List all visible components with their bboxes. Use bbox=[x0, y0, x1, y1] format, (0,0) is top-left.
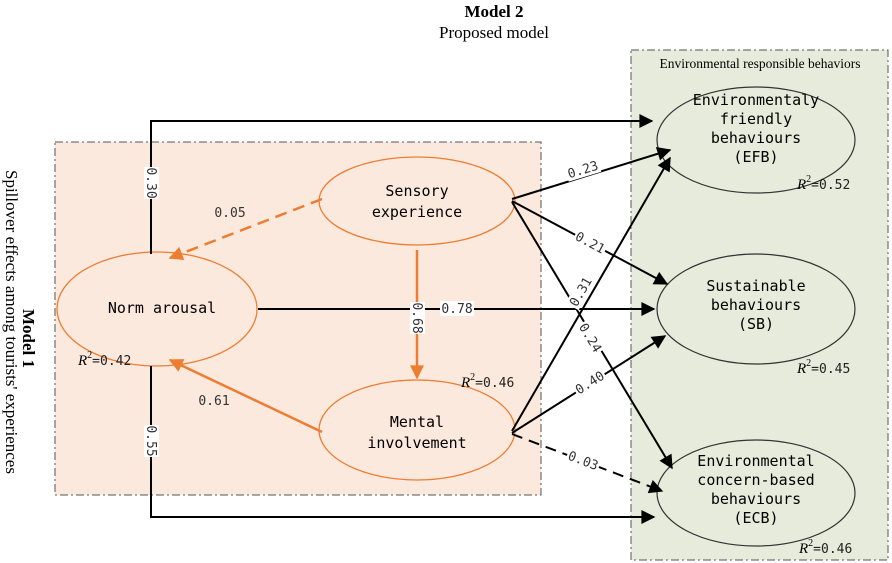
coef-norm-ecb: 0.55 bbox=[143, 425, 158, 456]
coef-norm-sb: 0.78 bbox=[441, 302, 472, 317]
norm-r2: R2=0.42 bbox=[77, 350, 131, 369]
sb-label-line1: Sustainable bbox=[706, 277, 805, 295]
efb-r2: R2=0.52 bbox=[796, 174, 850, 193]
sb-label-line2: behaviours bbox=[711, 296, 801, 314]
norm-arousal-node bbox=[56, 251, 258, 367]
coef-sensory-mental: 0.68 bbox=[409, 302, 424, 333]
path-mental-efb bbox=[511, 156, 671, 432]
coef-norm-efb-group: 0.30 bbox=[143, 167, 159, 199]
path-norm-ecb bbox=[150, 366, 656, 524]
efb-label-line2: friendly bbox=[720, 110, 792, 128]
model1-side-label: Model 1 Spillover effects among tourists… bbox=[2, 170, 38, 474]
sensory-label-line2: experience bbox=[372, 203, 462, 221]
path-sensory-norm bbox=[168, 197, 323, 260]
model1-title: Model 1 bbox=[19, 309, 38, 368]
coef-mental-norm: 0.61 bbox=[198, 394, 229, 409]
coef-sensory-norm: 0.05 bbox=[214, 206, 245, 221]
model2-subtitle: Proposed model bbox=[439, 23, 549, 42]
coef-sensory-mental-group: 0.68 bbox=[409, 302, 425, 334]
coef-sensory-ecb-group: 0.24 bbox=[575, 319, 606, 357]
path-mental-norm bbox=[168, 358, 323, 434]
coef-mental-ecb-group: 0.03 bbox=[564, 447, 602, 474]
efb-label-line1: Environmentaly bbox=[693, 91, 819, 109]
efb-label-line3: behaviours bbox=[711, 129, 801, 147]
sensory-label-line1: Sensory bbox=[385, 182, 448, 200]
ecb-label-line4: (ECB) bbox=[733, 509, 778, 527]
mental-label-line1: Mental bbox=[390, 413, 444, 431]
efb-label-line4: (EFB) bbox=[733, 148, 778, 166]
model2-title: Model 2 bbox=[464, 2, 523, 21]
coef-sensory-efb: 0.23 bbox=[566, 159, 600, 182]
ecb-r2: R2=0.46 bbox=[798, 538, 852, 557]
coef-mental-ecb: 0.03 bbox=[566, 449, 601, 474]
ecb-label-line3: behaviours bbox=[711, 490, 801, 508]
coef-mental-sb-group: 0.40 bbox=[571, 367, 609, 398]
sensory-experience-node bbox=[318, 156, 516, 246]
coef-norm-ecb-group: 0.55 bbox=[143, 425, 159, 457]
erb-title: Environmental responsible behaviors bbox=[660, 56, 861, 71]
path-norm-efb bbox=[150, 114, 654, 254]
coef-norm-sb-group: 0.78 bbox=[440, 301, 474, 317]
sb-label-line3: (SB) bbox=[738, 315, 774, 333]
ecb-label-line2: concern-based bbox=[697, 471, 814, 489]
coef-sensory-sb-group: 0.21 bbox=[571, 227, 609, 257]
mental-r2: R2=0.46 bbox=[460, 372, 514, 391]
sb-node bbox=[656, 253, 856, 365]
ecb-label-line1: Environmental bbox=[697, 452, 814, 470]
efb-node bbox=[656, 86, 856, 194]
sb-r2: R2=0.45 bbox=[796, 358, 850, 377]
coef-sensory-sb: 0.21 bbox=[572, 229, 607, 257]
model1-subtitle: Spillover effects among tourists' experi… bbox=[2, 170, 21, 474]
norm-label: Norm arousal bbox=[108, 299, 216, 317]
coef-sensory-efb-group: 0.23 bbox=[564, 157, 602, 182]
mental-label-line2: involvement bbox=[367, 434, 466, 452]
coef-norm-efb: 0.30 bbox=[143, 167, 158, 198]
